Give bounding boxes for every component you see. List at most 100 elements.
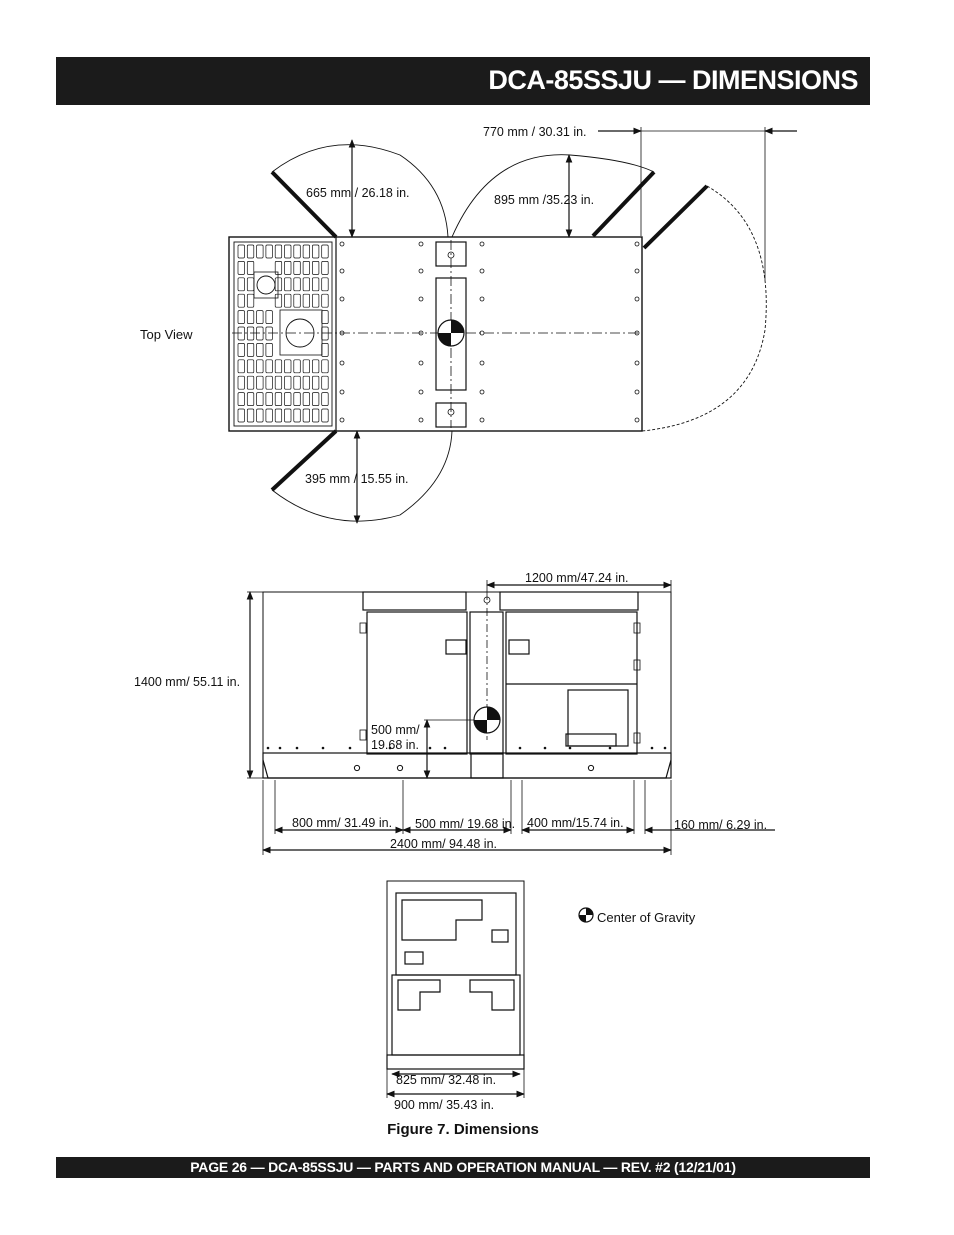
grille-slot	[237, 310, 245, 324]
bolt	[339, 389, 345, 395]
bolt	[479, 296, 485, 302]
grille-slot	[284, 375, 292, 390]
radiator-cap-frame	[253, 271, 279, 299]
page-title: DCA-85SSJU — DIMENSIONS	[488, 65, 858, 95]
grille-slot	[293, 293, 301, 308]
footer-text: PAGE 26 — DCA-85SSJU — PARTS AND OPERATI…	[190, 1159, 736, 1175]
dim-400-label: 400 mm/15.74 in.	[527, 816, 624, 830]
legend-cog-icon	[578, 907, 594, 923]
base-bolt	[278, 746, 282, 750]
grille-slot	[256, 392, 264, 406]
grille-slot	[237, 244, 245, 259]
grille-slot	[312, 277, 320, 292]
bolt	[479, 417, 485, 423]
door-hinge	[633, 622, 641, 634]
grille-slot	[312, 375, 320, 390]
dim-1200-label: 1200 mm/47.24 in.	[525, 571, 629, 585]
bolt	[418, 268, 424, 274]
grille-slot	[256, 326, 264, 341]
grille-slot	[293, 359, 301, 374]
top-view-fixtures	[237, 241, 640, 423]
base-bolt	[443, 746, 447, 750]
dim-770-label: 770 mm / 30.31 in.	[483, 125, 587, 139]
bolt	[418, 241, 424, 247]
grille-slot	[284, 261, 292, 275]
bolt	[418, 296, 424, 302]
bolt	[479, 330, 485, 336]
grille-slot	[265, 343, 273, 357]
grille-slot	[274, 244, 283, 259]
grille-slot	[246, 408, 255, 423]
grille-slot	[274, 261, 283, 275]
grille-slot	[302, 244, 310, 259]
grille-slot	[312, 359, 320, 374]
top-view-label: Top View	[140, 327, 193, 342]
grille-slot	[246, 343, 255, 357]
grille-slot	[293, 244, 301, 259]
dim-395-label: 395 mm / 15.55 in.	[305, 472, 409, 486]
grille-slot	[237, 261, 245, 275]
bolt	[418, 330, 424, 336]
top-view	[228, 127, 797, 524]
grille-slot	[246, 293, 255, 308]
bolt	[339, 360, 345, 366]
grille-slot	[302, 375, 310, 390]
grille-slot	[293, 392, 301, 406]
grille-slot	[321, 244, 329, 259]
grille-slot	[302, 261, 310, 275]
grille-slot	[265, 375, 273, 390]
grille-slot	[274, 375, 283, 390]
dim-665-label: 665 mm / 26.18 in.	[306, 186, 410, 200]
base-bolt	[266, 746, 270, 750]
base-bolt	[321, 746, 325, 750]
base-bolt	[568, 746, 572, 750]
dim-900-label: 900 mm/ 35.43 in.	[394, 1098, 494, 1112]
base-bolt	[518, 746, 522, 750]
grille-slot	[321, 408, 329, 423]
door-hinge	[359, 729, 367, 741]
bolt	[634, 330, 640, 336]
grille-slot	[246, 392, 255, 406]
grille-slot	[321, 375, 329, 390]
header-bar: DCA-85SSJU — DIMENSIONS	[56, 57, 870, 105]
grille-slot	[284, 277, 292, 292]
lifting-point	[447, 251, 455, 259]
bolt	[634, 389, 640, 395]
grille-slot	[284, 392, 292, 406]
base-hole	[396, 764, 404, 772]
grille-slot	[237, 392, 245, 406]
grille-slot	[321, 343, 329, 357]
bolt	[339, 268, 345, 274]
end-view	[386, 880, 525, 1098]
bolt	[339, 330, 345, 336]
grille-slot	[237, 359, 245, 374]
side-view-cog-icon	[473, 706, 501, 734]
grille-slot	[237, 326, 245, 341]
base-bolt	[608, 746, 612, 750]
grille-slot	[321, 310, 329, 324]
grille-slot	[302, 359, 310, 374]
grille-slot	[302, 408, 310, 423]
grille-slot	[246, 310, 255, 324]
grille-slot	[265, 408, 273, 423]
bolt	[479, 268, 485, 274]
grille-slot	[274, 408, 283, 423]
base-bolt	[348, 746, 352, 750]
grille-slot	[265, 359, 273, 374]
grille-slot	[237, 408, 245, 423]
grille-slot	[284, 293, 292, 308]
grille-slot	[312, 408, 320, 423]
bolt	[339, 241, 345, 247]
side-view	[246, 580, 775, 855]
radiator-grille	[233, 241, 333, 427]
base-bolt	[663, 746, 667, 750]
grille-slot	[246, 261, 255, 275]
bolt	[418, 360, 424, 366]
bolt	[634, 241, 640, 247]
dim-160-label: 160 mm/ 6.29 in.	[674, 818, 767, 832]
bolt	[418, 417, 424, 423]
base-bolt	[650, 746, 654, 750]
grille-slot	[284, 408, 292, 423]
grille-slot	[321, 277, 329, 292]
